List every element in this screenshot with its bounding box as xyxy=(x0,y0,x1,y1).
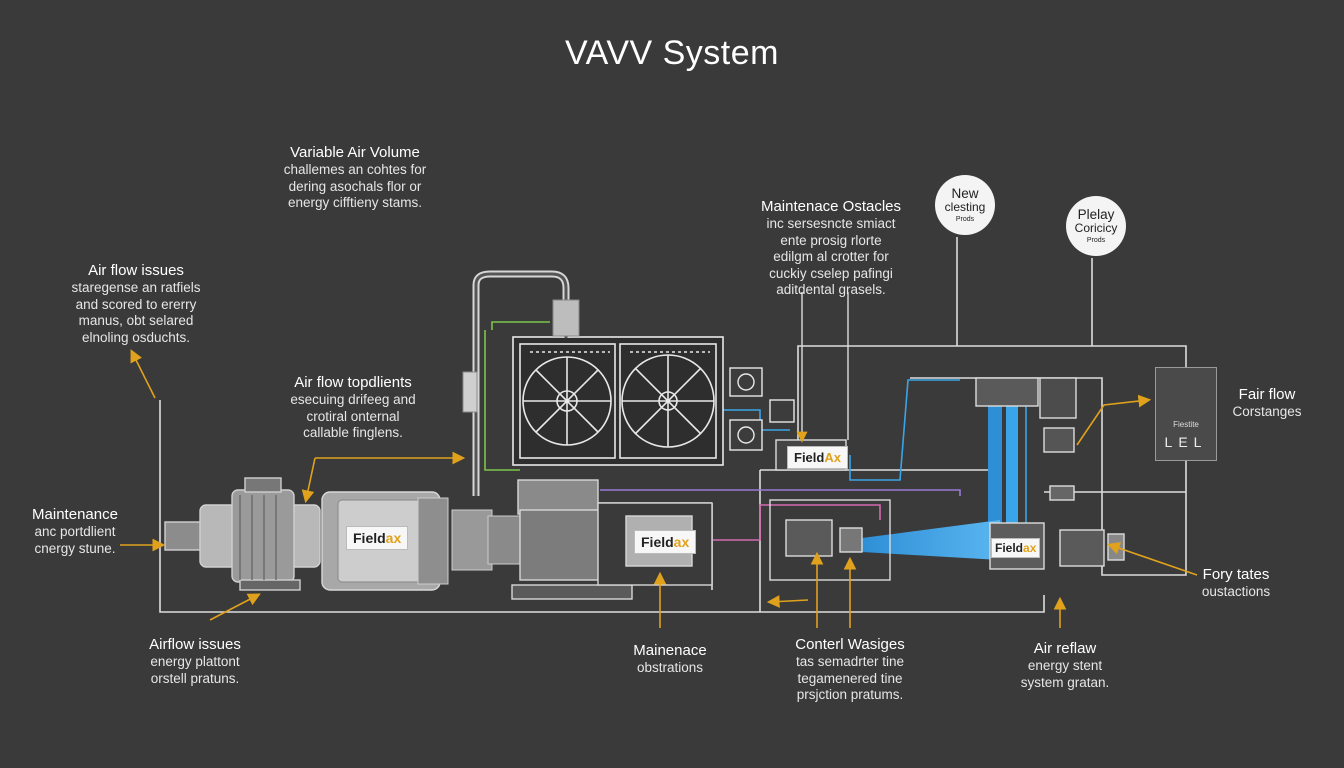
callout-line: orstell pratuns. xyxy=(150,670,240,686)
brand-text: Field xyxy=(353,530,386,546)
callout-lines xyxy=(120,349,1198,628)
callout-line: crotiral onternal xyxy=(306,408,400,424)
airflow-issues-bottom-callout: Airflow issues energy plattont orstell p… xyxy=(130,636,260,687)
brand-text: Field xyxy=(794,450,825,465)
callout-line: esecuing drifeeg and xyxy=(290,392,416,408)
brand-accent: Ax xyxy=(824,450,841,465)
callout-line: callable finglens. xyxy=(303,425,403,441)
maintenance-bottom-callout: Mainenace obstrations xyxy=(610,642,730,677)
brand-text: Field xyxy=(995,541,1024,555)
alarm-panel-code: LEL xyxy=(1164,434,1208,450)
bubble-line: Coricicy xyxy=(1074,221,1118,236)
callout-heading: Variable Air Volume xyxy=(290,144,420,161)
callout-heading: Air flow issues xyxy=(88,262,184,279)
drive-motor xyxy=(164,477,321,591)
bubble-line: New xyxy=(951,185,979,201)
callout-line: system gratan. xyxy=(1020,674,1110,690)
callout-line: obstrations xyxy=(636,660,704,676)
airflow-topdlients-callout: Air flow topdlients esecuing drifeeg and… xyxy=(278,374,428,442)
callout-line: cnergy stune. xyxy=(34,540,116,556)
callout-line: edilgm al crotter for xyxy=(773,249,889,265)
maintenance-left-callout: Maintenance anc portdlient cnergy stune. xyxy=(20,506,130,557)
callout-line: prsjction pratums. xyxy=(796,687,904,703)
callout-heading: Fair flow xyxy=(1238,386,1296,403)
callout-heading: Air reflaw xyxy=(1033,640,1097,657)
callout-line: oustactions xyxy=(1201,584,1271,600)
bubble-line: clesting xyxy=(944,200,986,215)
page-title: VAVV System xyxy=(565,34,779,72)
vav-intro-callout: Variable Air Volume challemes an cohtes … xyxy=(270,144,440,212)
brand-accent: ax xyxy=(673,534,690,550)
brand-text: Field xyxy=(641,534,674,550)
callout-heading: Mainenace xyxy=(633,642,707,659)
maintenance-obstacles-callout: Maintenace Ostacles inc sersesncte smiac… xyxy=(756,198,906,299)
callout-line: cuckiy cselep pafingi xyxy=(769,265,893,281)
fair-flow-callout: Fair flow Corstanges xyxy=(1222,386,1312,421)
content-wasiges-callout: Conterl Wasiges tas semadrter tine tegam… xyxy=(770,636,930,704)
brand-label-damper: Fieldax xyxy=(991,538,1041,558)
callout-line: manus, obt selared xyxy=(78,313,194,329)
callout-heading: Air flow topdlients xyxy=(294,374,412,391)
callout-line: anc portdlient xyxy=(34,524,116,540)
brand-label-motor: Fieldax xyxy=(346,526,409,550)
callout-line: energy plattont xyxy=(150,654,240,670)
pressure-sensors xyxy=(729,367,795,451)
callout-heading: Airflow issues xyxy=(149,636,241,653)
callout-heading: Fory tates xyxy=(1202,566,1270,583)
bubble-line: Prods xyxy=(1086,236,1106,244)
brand-label-controller: FieldAx xyxy=(787,446,848,469)
callout-line: aditdental grasels. xyxy=(776,282,886,298)
callout-line: Corstanges xyxy=(1232,404,1302,420)
callout-line: tas semadrter tine xyxy=(795,654,905,670)
fory-tates-callout: Fory tates oustactions xyxy=(1186,566,1286,601)
callout-heading: Maintenace Ostacles xyxy=(760,198,902,215)
callout-line: dering asochals flor or xyxy=(288,178,422,194)
callout-line: staregense an ratfiels xyxy=(71,280,201,296)
callout-line: ente prosig rlorte xyxy=(780,232,882,248)
callout-line: energy cifftieny stams. xyxy=(287,195,423,211)
brand-label-base: Fieldax xyxy=(634,530,697,554)
brand-accent: ax xyxy=(1023,541,1037,555)
callout-line: and scored to ererry xyxy=(75,296,197,312)
airflow-issues-top-callout: Air flow issues staregense an ratfiels a… xyxy=(56,262,216,346)
air-reflaw-callout: Air reflaw energy stent system gratan. xyxy=(1005,640,1125,691)
callout-heading: Conterl Wasiges xyxy=(795,636,905,653)
fan-coil-unit xyxy=(512,336,724,466)
base-assembly xyxy=(511,479,713,600)
callout-heading: Maintenance xyxy=(32,506,118,523)
alarm-panel-label: Fiestite xyxy=(1173,420,1199,429)
callout-line: energy stent xyxy=(1027,658,1103,674)
callout-line: inc sersesncte smiact xyxy=(766,216,896,232)
air-flow-duct xyxy=(862,398,1018,560)
bubble-line: Prods xyxy=(955,215,975,223)
alarm-panel: Fiestite LEL xyxy=(1155,367,1217,461)
bubble-line: Plelay xyxy=(1077,206,1115,222)
callout-line: elnoling osduchts. xyxy=(81,329,191,345)
status-bubble-plelay: Plelay Coricicy Prods xyxy=(1066,196,1126,256)
brand-accent: ax xyxy=(385,530,402,546)
callout-line: challemes an cohtes for xyxy=(283,162,427,178)
callout-line: tegamenered tine xyxy=(797,670,903,686)
status-bubble-new: New clesting Prods xyxy=(935,175,995,235)
